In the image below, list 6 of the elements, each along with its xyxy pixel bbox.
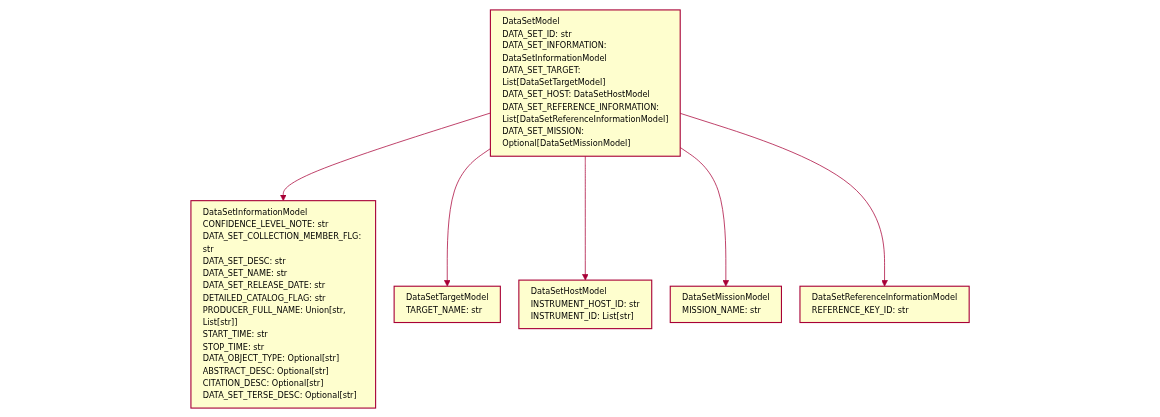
- node-box: DataSetMissionModel MISSION_NAME: str: [669, 285, 782, 323]
- node-box: DataSetReferenceInformationModel REFERENCE_KEY_ID: str: [799, 285, 970, 323]
- node-box: DataSetModel DATA_SET_ID: str DATA_SET_INFORMATION: DataSetInformationModel DATA_SET_TARGET: List[DataSetTargetModel] DATA_SET_HOST: DataSetHostModel DATA_SET_REFERENCE_INFORMATION: List[DataSetReferenceInformationModel] DATA_SET_MISSION: Optional[DataSetMissionModel]: [489, 8, 681, 157]
- node-box: DataSetInformationModel CONFIDENCE_LEVEL_NOTE: str DATA_SET_COLLECTION_MEMBER_FLG: str DATA_SET_DESC: str DATA_SET_NAME: str DATA_SET_RELEASE_DATE: str DETAILED_CATALOG_FLAG: str PRODUCER_FULL_NAME: Union[str, List[str]] START_TIME: str STOP_TIME: str DATA_OBJECT_TYPE: Optional[str] ABSTRACT_DESC: Optional[str] CITATION_DESC: Optional[str] DATA_SET_TERSE_DESC: Optional[str]: [190, 199, 377, 409]
- node-box: DataSetTargetModel TARGET_NAME: str: [393, 285, 501, 323]
- node-box: DataSetHostModel INSTRUMENT_HOST_ID: str INSTRUMENT_ID: List[str]: [518, 279, 653, 329]
